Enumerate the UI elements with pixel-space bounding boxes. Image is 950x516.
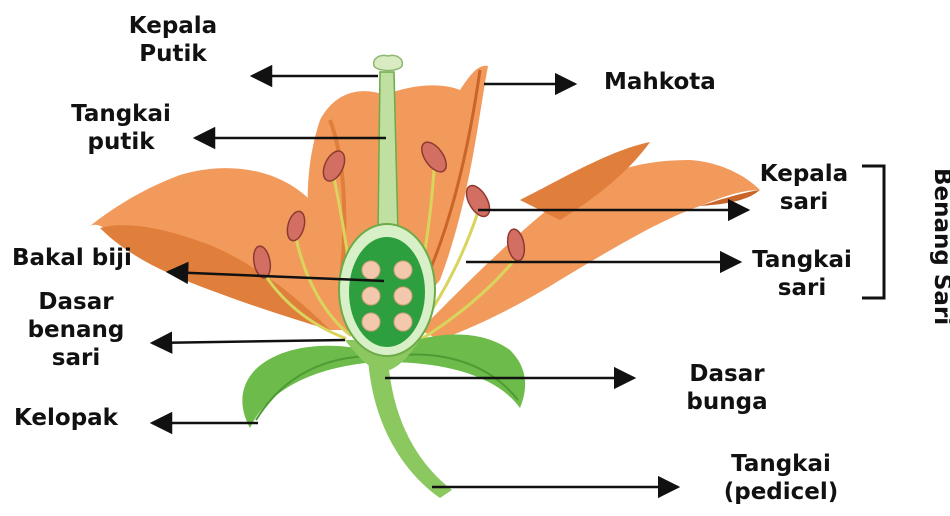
sepal-left: [242, 346, 375, 428]
label-tangkai-putik-line1: Tangkai: [56, 100, 186, 128]
label-kepala-putik: Kepala Putik: [108, 12, 238, 68]
ovule: [394, 287, 412, 305]
ovule: [362, 287, 380, 305]
label-dasar-bunga-line2: bunga: [668, 388, 786, 416]
label-dasar-benang-sari-line1: Dasar: [8, 288, 144, 316]
label-kepala-putik-line1: Kepala: [108, 12, 238, 40]
label-tangkai-pedicel-line1: Tangkai: [706, 450, 856, 478]
ovary: [349, 237, 425, 347]
label-dasar-bunga: Dasar bunga: [668, 360, 786, 416]
label-kepala-sari-line1: Kepala: [748, 160, 860, 188]
label-dasar-benang-sari-line3: sari: [8, 344, 144, 372]
label-tangkai-sari: Tangkai sari: [740, 246, 864, 302]
label-tangkai-sari-line1: Tangkai: [740, 246, 864, 274]
label-dasar-benang-sari-line2: benang: [8, 316, 144, 344]
label-dasar-bunga-line1: Dasar: [668, 360, 786, 388]
stigma: [374, 55, 403, 70]
ovule: [362, 313, 380, 331]
label-tangkai-putik: Tangkai putik: [56, 100, 186, 156]
label-kepala-sari: Kepala sari: [748, 160, 860, 216]
arrow-dasar-benang-sari: [152, 340, 345, 343]
label-benang-sari: Benang Sari: [928, 168, 950, 298]
anther-5: [462, 182, 495, 220]
style: [378, 72, 398, 235]
label-tangkai-pedicel: Tangkai (pedicel): [706, 450, 856, 506]
label-kepala-putik-line2: Putik: [108, 40, 238, 68]
ovule: [394, 261, 412, 279]
label-mahkota: Mahkota: [604, 68, 716, 96]
benang-sari-bracket: [862, 166, 884, 298]
ovule: [394, 313, 412, 331]
label-kelopak: Kelopak: [14, 404, 118, 432]
label-kepala-sari-line2: sari: [748, 188, 860, 216]
label-bakal-biji: Bakal biji: [12, 244, 132, 272]
ovule: [362, 261, 380, 279]
label-dasar-benang-sari: Dasar benang sari: [8, 288, 144, 372]
label-tangkai-putik-line2: putik: [56, 128, 186, 156]
label-tangkai-pedicel-line2: (pedicel): [706, 478, 856, 506]
label-tangkai-sari-line2: sari: [740, 274, 864, 302]
